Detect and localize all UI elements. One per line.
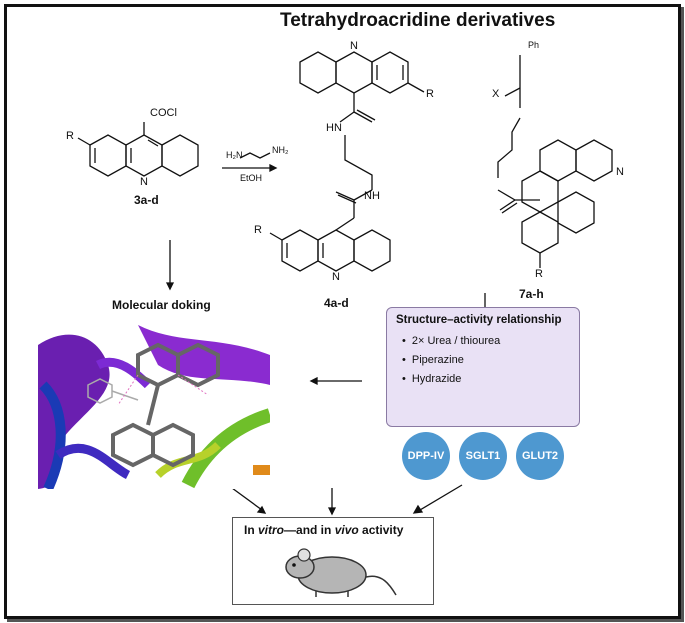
- reagent-left: H₂N: [226, 150, 243, 160]
- docking-label: Molecular doking: [112, 298, 211, 312]
- sar-item-urea: 2× Urea / thiourea: [402, 335, 500, 347]
- compound-7-x: X: [492, 88, 500, 100]
- sar-title: Structure–activity relationship: [396, 314, 562, 326]
- target-glut2: GLUT2: [516, 432, 564, 480]
- compound-7-n: N: [616, 166, 624, 178]
- docking-image: [38, 325, 270, 489]
- sar-box: [386, 307, 580, 427]
- reagent-right: NH₂: [272, 145, 289, 155]
- compound-4-n-bottom: N: [332, 271, 340, 283]
- compound-7-structure: [497, 55, 613, 268]
- compound-7-r: R: [535, 268, 543, 280]
- figure-title: Tetrahydroacridine derivatives: [280, 10, 556, 31]
- compound-4-top-structure: [299, 51, 425, 218]
- compound-4-bottom-structure: [269, 217, 391, 272]
- compound-3-n: N: [140, 176, 148, 188]
- compound-4-nh: NH: [364, 190, 380, 202]
- activity-title: In vitro—and in vivo activity: [244, 523, 404, 537]
- target-dpp-iv: DPP-IV: [402, 432, 450, 480]
- compound-3-label: 3a-d: [134, 193, 159, 207]
- compound-4-n-top: N: [350, 40, 358, 52]
- solvent: EtOH: [240, 173, 263, 183]
- target-sglt1: SGLT1: [459, 432, 507, 480]
- compound-4-label: 4a-d: [324, 296, 349, 310]
- compound-4-r-bottom: R: [254, 224, 262, 236]
- compound-4-hn: HN: [326, 122, 342, 134]
- compound-7-label: 7a-h: [519, 287, 544, 301]
- compound-7-ph: Ph: [528, 40, 540, 50]
- sar-item-piperazine: Piperazine: [402, 354, 464, 366]
- compound-3-group: COCl: [150, 107, 177, 119]
- compound-4-r-top: R: [426, 88, 434, 100]
- sar-item-hydrazide: Hydrazide: [402, 373, 462, 385]
- compound-3-structure: [77, 122, 199, 177]
- compound-3-r: R: [66, 130, 74, 142]
- mouse-icon: [285, 548, 397, 597]
